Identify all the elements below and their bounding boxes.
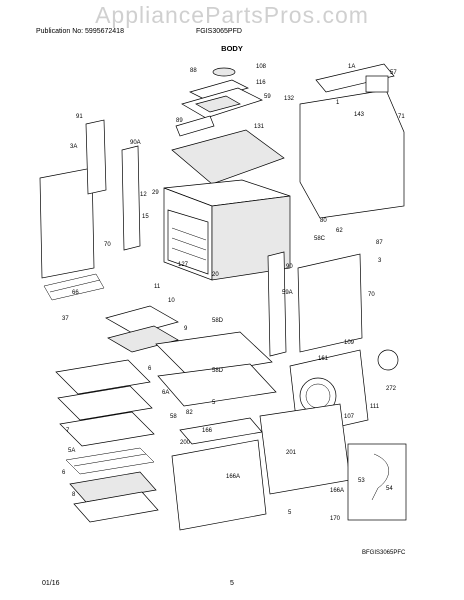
callout: 12 xyxy=(140,192,147,198)
callout: 90A xyxy=(130,140,141,146)
callout: 29 xyxy=(152,190,159,196)
callout: 15 xyxy=(142,214,149,220)
callout: 9 xyxy=(184,326,188,332)
top-cover-assembly xyxy=(181,67,263,119)
drawer-rail xyxy=(179,417,263,445)
callout: 54 xyxy=(386,486,393,492)
callout: 8 xyxy=(72,492,76,498)
callout: 116 xyxy=(256,80,266,86)
bottom-panel xyxy=(69,471,157,503)
broil-pan xyxy=(105,305,179,335)
right-side-panel xyxy=(297,253,363,353)
callout: 53 xyxy=(358,478,365,484)
callout: 3A xyxy=(70,144,77,150)
broil-pan-insert xyxy=(107,325,179,353)
wiring-harness xyxy=(371,453,389,501)
callout: 58C xyxy=(314,236,326,242)
side-trim-90a xyxy=(121,145,141,251)
callout: 166A xyxy=(330,488,344,494)
callout: 66 xyxy=(72,290,79,296)
bottom-tray xyxy=(73,491,159,523)
oven-racks xyxy=(55,359,155,447)
fan-motor xyxy=(377,349,399,371)
callout: 166 xyxy=(202,428,213,434)
callout: 80 xyxy=(320,218,327,224)
callout: 111 xyxy=(370,404,380,410)
rear-trim xyxy=(315,63,395,93)
top-insulation xyxy=(171,129,285,185)
model-number: FGIS3065PFD xyxy=(196,28,242,35)
drawer-front xyxy=(171,439,267,531)
callout: 170 xyxy=(330,516,341,522)
callout: 71 xyxy=(398,114,405,120)
drawer-frame-lower xyxy=(157,363,277,407)
callout: 1A xyxy=(348,64,355,70)
callout: 132 xyxy=(284,96,295,102)
reference-code: BFGIS3065PFC xyxy=(362,550,406,556)
callout: 91 xyxy=(76,114,83,120)
callout-labels: 88 108 116 59 132 1A 57 89 1 143 71 91 1… xyxy=(62,64,405,522)
footer-date: 01/16 xyxy=(42,580,60,587)
back-panel xyxy=(299,89,405,219)
callout: 59 xyxy=(264,94,271,100)
callout: 272 xyxy=(386,386,397,392)
callout: 59A xyxy=(282,290,293,296)
page-number: 5 xyxy=(230,580,234,587)
drawer-body xyxy=(259,403,351,495)
bracket-part xyxy=(175,115,215,137)
wiring-detail-box xyxy=(347,443,407,521)
callout: 127 xyxy=(178,262,189,268)
callout: 58D xyxy=(212,368,224,374)
callout: 166A xyxy=(226,474,240,480)
callout: 5 xyxy=(212,400,216,406)
callout: 10 xyxy=(168,298,175,304)
left-side-panel xyxy=(39,167,95,279)
callout: 109 xyxy=(344,340,355,346)
callout: 11 xyxy=(154,284,161,290)
callout: 57 xyxy=(390,70,397,76)
callout: 107 xyxy=(344,414,355,420)
callout: 5 xyxy=(288,510,292,516)
callout: 20 xyxy=(212,272,219,278)
callout: 200 xyxy=(180,440,191,446)
callout: 7 xyxy=(66,428,70,434)
callout: 90 xyxy=(286,264,293,270)
callout: 70 xyxy=(368,292,375,298)
publication-number: Publication No: 5995672418 xyxy=(36,28,124,35)
diagram-title: BODY xyxy=(221,44,243,53)
callout: 89 xyxy=(176,118,183,124)
callout: 37 xyxy=(62,316,69,322)
callout: 82 xyxy=(186,410,193,416)
callout: 108 xyxy=(256,64,267,70)
callout: 3 xyxy=(378,258,382,264)
callout: 6 xyxy=(62,470,66,476)
side-trim-91 xyxy=(85,119,107,195)
callout: 88 xyxy=(190,68,197,74)
callout: 58 xyxy=(170,414,177,420)
callout: 87 xyxy=(376,240,383,246)
callout: 131 xyxy=(254,124,265,130)
bake-element xyxy=(65,447,155,475)
callout: 6 xyxy=(148,366,152,372)
callout: 161 xyxy=(318,356,329,362)
callout: 5A xyxy=(68,448,75,454)
callout: 58D xyxy=(212,318,224,324)
broil-element xyxy=(43,273,105,301)
vent-grille xyxy=(365,75,389,93)
callout: 1 xyxy=(336,100,340,106)
callout: 6A xyxy=(162,390,169,396)
callout: 143 xyxy=(354,112,365,118)
callout: 70 xyxy=(104,242,111,248)
trim-59a xyxy=(267,251,287,357)
callout: 201 xyxy=(286,450,297,456)
callout: 62 xyxy=(336,228,343,234)
watermark: AppliancePartsPros.com xyxy=(95,2,369,28)
